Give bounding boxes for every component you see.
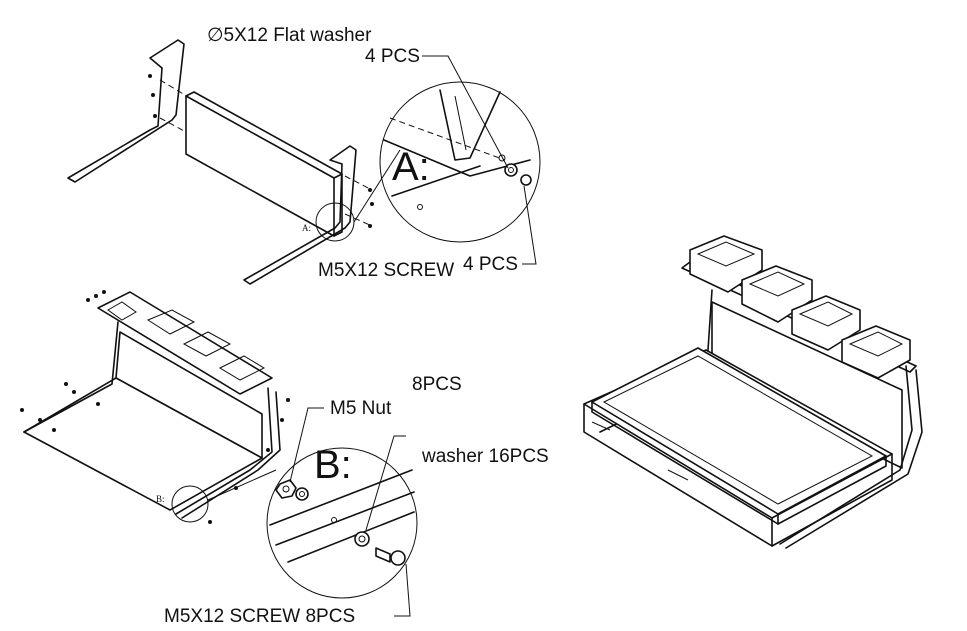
nut-pcs-label: 8PCS [412, 374, 462, 395]
condiment-container-4 [841, 325, 911, 379]
pcs-top-label: 4 PCS [365, 46, 420, 67]
detail-b-marker [171, 485, 209, 523]
screw-a-label: M5X12 SCREW [318, 260, 454, 281]
flat-washer-label: ∅5X12 Flat washer [207, 25, 372, 46]
detail-a-label: A: [392, 145, 430, 189]
washer-label: washer 16PCS [421, 446, 549, 467]
right-side-frame [243, 145, 357, 285]
screw-head-a [520, 174, 532, 186]
pcs-bottom-label: 4 PCS [463, 254, 518, 275]
condiment-container-3 [791, 295, 861, 351]
detail-b-label: B: [314, 443, 352, 487]
bottom-shelf [23, 377, 263, 511]
detail-b-small-label: B: [156, 494, 165, 504]
condiment-container-2 [741, 265, 813, 323]
washer-b-1 [295, 487, 309, 501]
step-1-frame-assembly: A: [67, 39, 401, 285]
detail-b-magnified: B: [266, 443, 418, 599]
screw-b [375, 547, 391, 563]
detail-a-small-label: A: [302, 223, 311, 233]
step-2-shelf-assembly: B: [20, 290, 290, 524]
back-panel-final [711, 301, 903, 469]
washer-b-2 [354, 531, 370, 547]
screw-b-label: M5X12 SCREW 8PCS [164, 606, 355, 627]
back-panel [185, 95, 335, 237]
left-side-frame [67, 39, 185, 183]
m5-nut-label: M5 Nut [330, 398, 392, 419]
detail-a-magnified: A: [379, 81, 541, 243]
condiment-container-1 [689, 235, 763, 293]
final-assembled-griddle-station [583, 235, 923, 549]
